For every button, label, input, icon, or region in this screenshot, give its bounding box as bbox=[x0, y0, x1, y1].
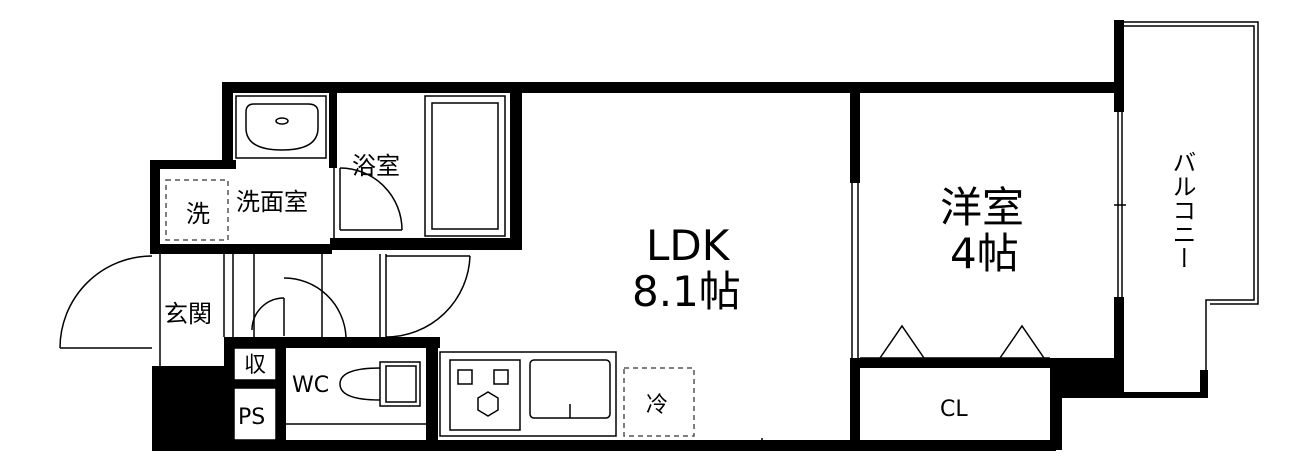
wall-entry-left bbox=[152, 366, 234, 450]
balcony-outline bbox=[1124, 25, 1255, 372]
wall-room-divider-top bbox=[850, 88, 860, 183]
ldk-name-label: LDK bbox=[646, 221, 731, 270]
bathtub-inner bbox=[431, 102, 499, 230]
ldk-door-swing bbox=[385, 255, 471, 338]
balcony-label: バルコニー bbox=[1168, 150, 1196, 270]
burner-2 bbox=[493, 369, 509, 385]
thin-lines bbox=[59, 21, 1259, 451]
wall-left-outer bbox=[150, 160, 160, 254]
washbasin-bowl bbox=[245, 103, 319, 151]
wall-bottom bbox=[152, 440, 1056, 451]
walls bbox=[150, 20, 1208, 451]
stove-burners bbox=[457, 369, 509, 417]
fridge-space bbox=[623, 367, 695, 437]
washer-box bbox=[165, 179, 229, 241]
wall-bath-left bbox=[329, 92, 337, 168]
wc-label: WC bbox=[292, 373, 329, 398]
washbasin-counter bbox=[235, 95, 327, 159]
toilet-tank bbox=[379, 361, 421, 407]
wall-top-left bbox=[150, 160, 236, 169]
western-room-name-label: 洋室 bbox=[940, 183, 1024, 232]
wall-lower-right-block bbox=[1050, 358, 1124, 398]
wall-right-lower bbox=[1114, 297, 1124, 397]
labels: 洗面室 洗 浴室 LDK 8.1帖 洋室 4帖 バルコニー 玄関 収 PS WC… bbox=[164, 150, 1196, 430]
bathtub-outer bbox=[424, 95, 506, 237]
washer-label: 洗 bbox=[186, 200, 210, 228]
toilet-tank-inner bbox=[385, 365, 417, 403]
closet-fold-door-right bbox=[999, 324, 1045, 359]
bath-door-swing bbox=[339, 167, 403, 231]
burner-3 bbox=[477, 391, 499, 417]
kitchen-stove bbox=[449, 359, 521, 431]
wall-top-main bbox=[222, 82, 1124, 93]
ps-box bbox=[233, 387, 277, 441]
toilet-bowl bbox=[339, 367, 381, 401]
storage-box bbox=[233, 347, 277, 381]
fridge-label: 冷 bbox=[646, 393, 668, 418]
wall-bath-bottom bbox=[330, 238, 522, 250]
washroom-door-swing bbox=[251, 297, 285, 331]
closet-fold-door-left bbox=[879, 324, 925, 359]
washroom-label: 洗面室 bbox=[236, 188, 308, 216]
wall-ps-right bbox=[276, 337, 286, 450]
wall-left-vertical bbox=[222, 82, 233, 169]
wall-closet-right bbox=[1050, 358, 1062, 450]
washbasin bbox=[245, 103, 319, 151]
wall-storage-divider bbox=[232, 380, 282, 388]
entrance-label: 玄関 bbox=[164, 300, 212, 328]
entrance-door-swing bbox=[59, 255, 153, 349]
wc-door-swing bbox=[283, 277, 347, 338]
storage-label: 収 bbox=[244, 353, 266, 378]
wall-closet-left bbox=[850, 358, 860, 450]
wall-wc-right bbox=[426, 337, 438, 450]
wall-wc-top bbox=[224, 337, 440, 348]
kitchen-counter bbox=[439, 351, 617, 437]
ldk-size-label: 8.1帖 bbox=[632, 267, 741, 316]
balcony-inner-outline bbox=[1124, 21, 1259, 305]
bath-label: 浴室 bbox=[352, 152, 400, 180]
ps-label: PS bbox=[238, 405, 265, 430]
closet-label: CL bbox=[940, 397, 968, 422]
wall-balcony-bottom-post bbox=[1200, 370, 1208, 398]
wall-balcony-top-stub bbox=[1114, 20, 1124, 86]
wall-balcony-bottom-stub bbox=[1114, 392, 1204, 398]
washbasin-drain bbox=[275, 117, 289, 125]
wall-closet-top bbox=[850, 358, 1060, 368]
wall-washroom-bottom bbox=[150, 244, 332, 254]
wall-wc-left bbox=[224, 337, 234, 450]
western-room-size-label: 4帖 bbox=[950, 229, 1019, 278]
wall-right-upper bbox=[1114, 82, 1124, 112]
wall-bath-right bbox=[510, 92, 522, 250]
burner-1 bbox=[457, 369, 473, 385]
